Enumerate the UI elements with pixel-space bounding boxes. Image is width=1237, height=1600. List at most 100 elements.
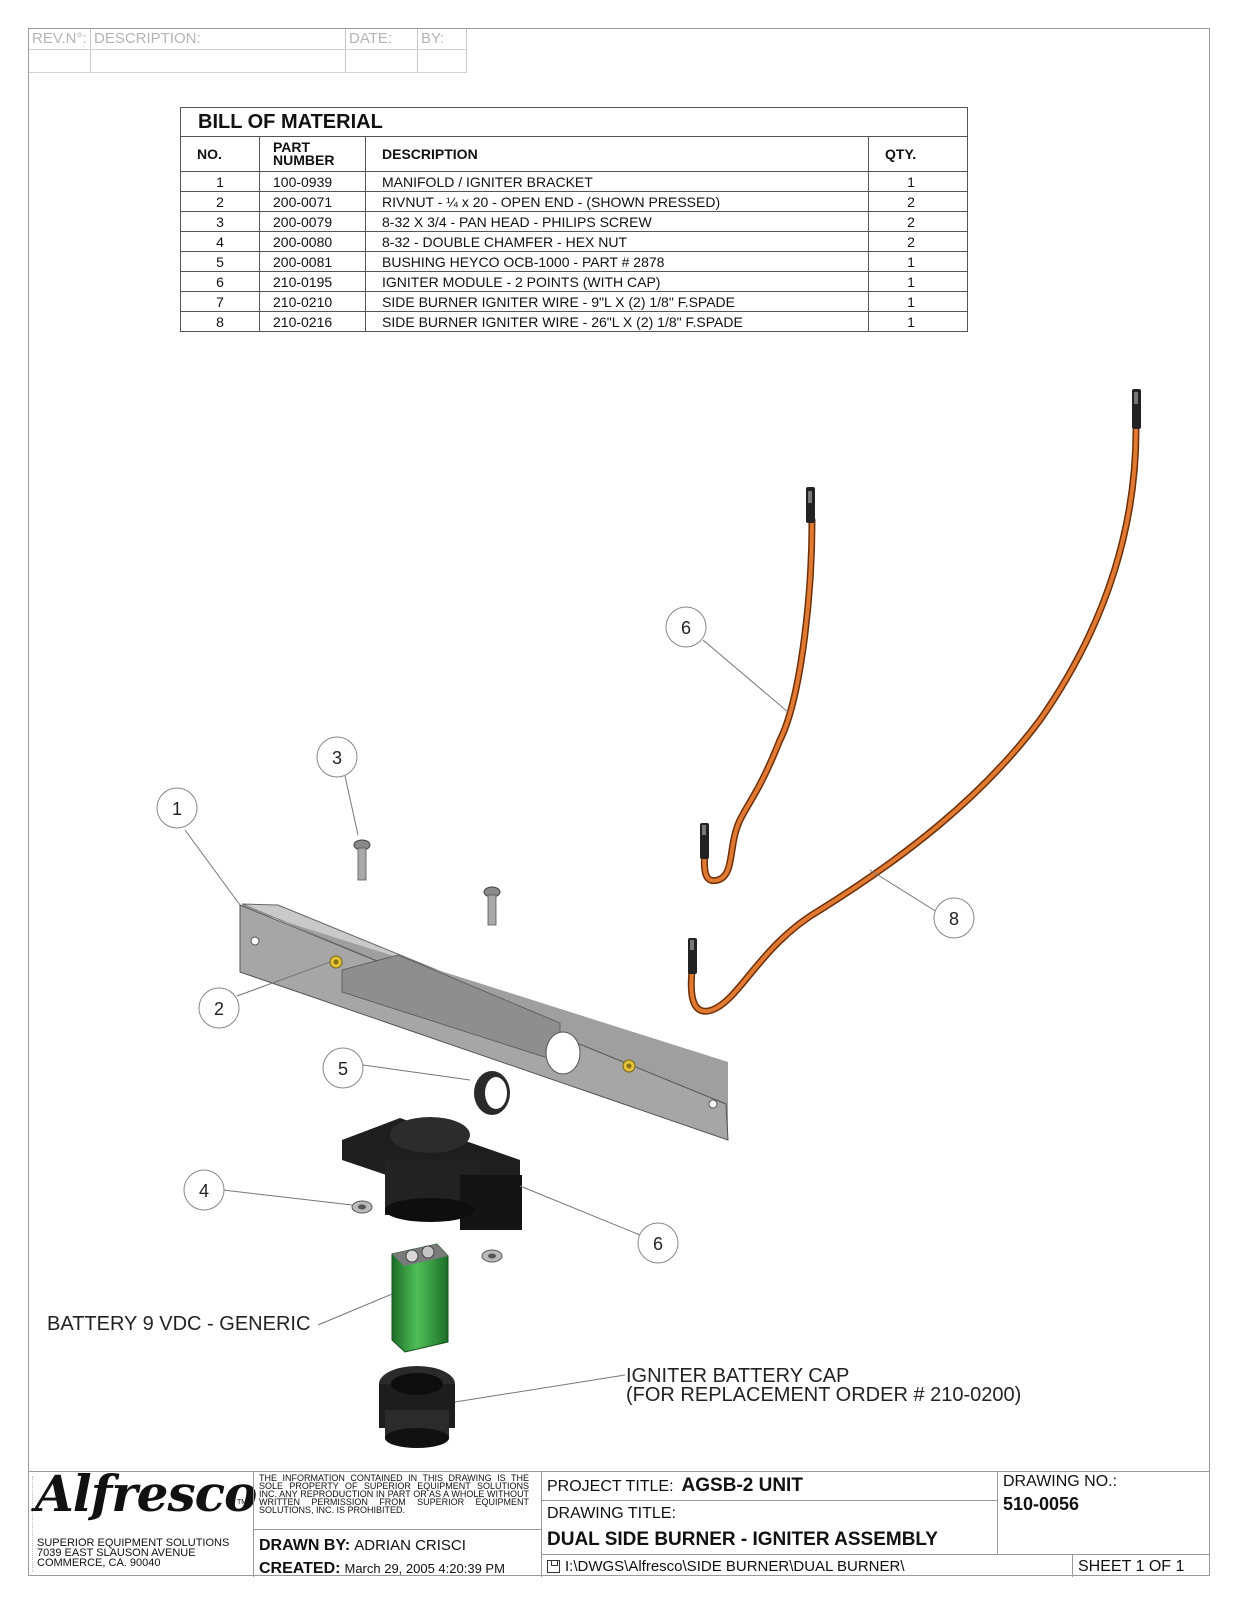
- callout-1: 1: [156, 787, 198, 829]
- rev-divider: [29, 72, 467, 73]
- floppy-disk-icon: [547, 1560, 560, 1573]
- battery-9v: [391, 1243, 449, 1353]
- bom-cell-description: 8-32 - DOUBLE CHAMFER - HEX NUT: [365, 231, 869, 252]
- bom-header-qty: QTY.: [868, 137, 967, 172]
- drawing-number-label: DRAWING NO.:: [1003, 1473, 1118, 1490]
- leader-lines: [184, 639, 938, 1403]
- rev-number-label: REV.N°:: [29, 29, 91, 73]
- rev-divider: [29, 49, 467, 50]
- callout-4: 4: [183, 1169, 225, 1211]
- company-name: SUPERIOR EQUIPMENT SOLUTIONS: [37, 1537, 230, 1549]
- bill-of-material: BILL OF MATERIAL NO. PART NUMBER DESCRIP…: [180, 107, 968, 332]
- pan-head-screw: [483, 886, 501, 926]
- hex-nut: [481, 1249, 503, 1263]
- drawing-number: 510-0056: [1003, 1494, 1080, 1514]
- bom-cell-qty: 2: [868, 211, 967, 232]
- bom-cell-description: RIVNUT - ¼ x 20 - OPEN END - (SHOWN PRES…: [365, 191, 869, 212]
- bom-cell-description: IGNITER MODULE - 2 POINTS (WITH CAP): [365, 271, 869, 292]
- svg-text:3: 3: [332, 748, 342, 768]
- bom-cell-no: 3: [181, 211, 260, 232]
- callout-6-wire: 6: [665, 606, 707, 648]
- revision-block: REV.N°: DESCRIPTION: DATE: BY:: [29, 29, 467, 73]
- title-block-divider: [997, 1472, 998, 1554]
- bom-cell-part-number: 100-0939: [259, 171, 366, 192]
- bom-cell-qty: 2: [868, 231, 967, 252]
- title-block-divider: [253, 1529, 541, 1530]
- bom-cell-description: 8-32 X 3/4 - PAN HEAD - PHILIPS SCREW: [365, 211, 869, 232]
- proprietary-notice: THE INFORMATION CONTAINED IN THIS DRAWIN…: [259, 1473, 529, 1515]
- bom-cell-part-number: 210-0210: [259, 291, 366, 312]
- bom-cell-description: SIDE BURNER IGNITER WIRE - 9"L X (2) 1/8…: [365, 291, 869, 312]
- bom-title: BILL OF MATERIAL: [181, 108, 967, 137]
- battery-note: BATTERY 9 VDC - GENERIC: [47, 1313, 310, 1335]
- logo-trademark: TM: [237, 1499, 248, 1506]
- svg-text:1: 1: [172, 799, 182, 819]
- company-address: SUPERIOR EQUIPMENT SOLUTIONS 7039 EAST S…: [37, 1537, 230, 1569]
- bom-cell-no: 1: [181, 171, 260, 192]
- igniter-battery-cap: [379, 1366, 455, 1448]
- drawing-title-label: DRAWING TITLE:: [547, 1505, 676, 1522]
- igniter-module: [342, 1117, 522, 1230]
- bom-cell-qty: 1: [868, 291, 967, 312]
- bom-cell-description: SIDE BURNER IGNITER WIRE - 26"L X (2) 1/…: [365, 311, 869, 331]
- bushing: [474, 1071, 510, 1115]
- bom-header-description: DESCRIPTION: [365, 137, 869, 172]
- bom-cell-no: 5: [181, 251, 260, 272]
- hex-nut: [351, 1200, 373, 1214]
- title-block: Alfresco TM SUPERIOR EQUIPMENT SOLUTIONS…: [29, 1464, 1210, 1577]
- bom-cell-part-number: 200-0079: [259, 211, 366, 232]
- svg-text:8: 8: [949, 909, 959, 929]
- bom-cell-description: BUSHING HEYCO OCB-1000 - PART # 2878: [365, 251, 869, 272]
- igniter-wire-9in: [700, 487, 816, 885]
- title-block-divider: [541, 1472, 542, 1577]
- title-block-divider: [253, 1472, 254, 1577]
- callout-3: 3: [316, 736, 358, 778]
- alfresco-logo: Alfresco: [35, 1464, 257, 1523]
- bom-cell-qty: 1: [907, 313, 915, 330]
- bom-cell-part-number: 210-0195: [259, 271, 366, 292]
- bom-cell-part-number: 200-0080: [259, 231, 366, 252]
- bom-cell-no: 8: [181, 311, 260, 331]
- bom-cell-part-number: 200-0081: [259, 251, 366, 272]
- drawing-title: DUAL SIDE BURNER - IGNITER ASSEMBLY: [547, 1529, 938, 1550]
- bom-cell-qty: 1: [868, 251, 967, 272]
- svg-text:5: 5: [338, 1059, 348, 1079]
- bom-cell-no: 4: [181, 231, 260, 252]
- bom-cell-qty: 1: [868, 271, 967, 292]
- callout-5: 5: [322, 1047, 364, 1089]
- drawing-sheet-border: [28, 28, 1210, 1576]
- bom-cell-description: MANIFOLD / IGNITER BRACKET: [365, 171, 869, 192]
- callout-8: 8: [933, 897, 975, 939]
- bom-cell-no: 2: [181, 191, 260, 212]
- svg-text:6: 6: [681, 618, 691, 638]
- title-block-divider: [1072, 1554, 1073, 1577]
- callout-2: 2: [198, 987, 240, 1029]
- bom-cell-no: 7: [181, 291, 260, 312]
- bom-cell-qty: 1: [868, 171, 967, 192]
- rev-description-label: DESCRIPTION:: [91, 29, 346, 73]
- bom-cell-part-number: 210-0216: [259, 311, 366, 331]
- battery-cap-note-line2: (FOR REPLACEMENT ORDER # 210-0200): [626, 1384, 1021, 1406]
- igniter-wire-26in: [687, 389, 1141, 1015]
- rev-by-label: BY:: [418, 29, 467, 73]
- bom-cell-qty: 2: [868, 191, 967, 212]
- exploded-assembly-drawing: 1 3 2 5 4 6 6 8 BATTERY 9 VDC - GENERIC …: [47, 389, 1141, 1448]
- svg-text:4: 4: [199, 1181, 209, 1201]
- bom-cell-part-number: 200-0071: [259, 191, 366, 212]
- rev-date-label: DATE:: [346, 29, 418, 73]
- vertical-stamp: [32, 1476, 39, 1572]
- manifold-igniter-bracket: [239, 903, 729, 1141]
- battery-cap-note-line1: IGNITER BATTERY CAP: [626, 1365, 849, 1387]
- sheet-number: SHEET 1 OF 1: [1078, 1558, 1185, 1575]
- file-path: I:\DWGS\Alfresco\SIDE BURNER\DUAL BURNER…: [547, 1558, 905, 1575]
- title-block-divider: [541, 1500, 998, 1501]
- callout-6-module: 6: [637, 1222, 679, 1264]
